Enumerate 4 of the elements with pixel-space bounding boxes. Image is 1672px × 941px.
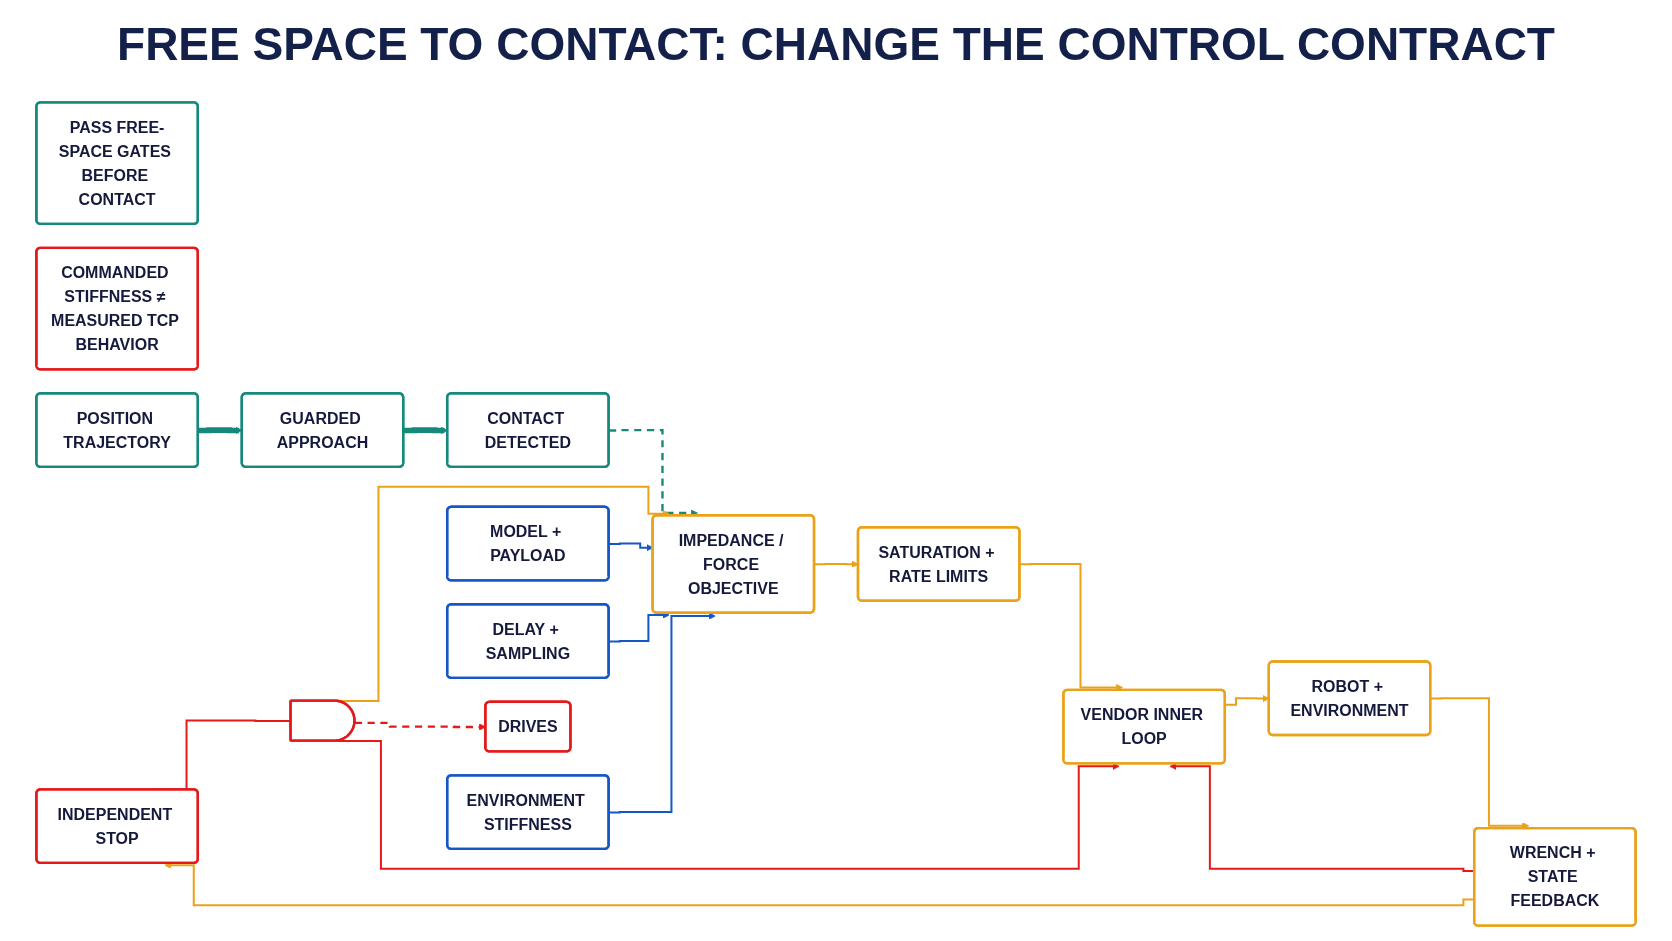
arrow (608, 611, 670, 643)
arrow (403, 426, 448, 434)
arrow (608, 612, 716, 814)
diagram-title: FREE SPACE TO CONTACT: CHANGE THE CONTROL CONTRACT (117, 18, 1555, 71)
